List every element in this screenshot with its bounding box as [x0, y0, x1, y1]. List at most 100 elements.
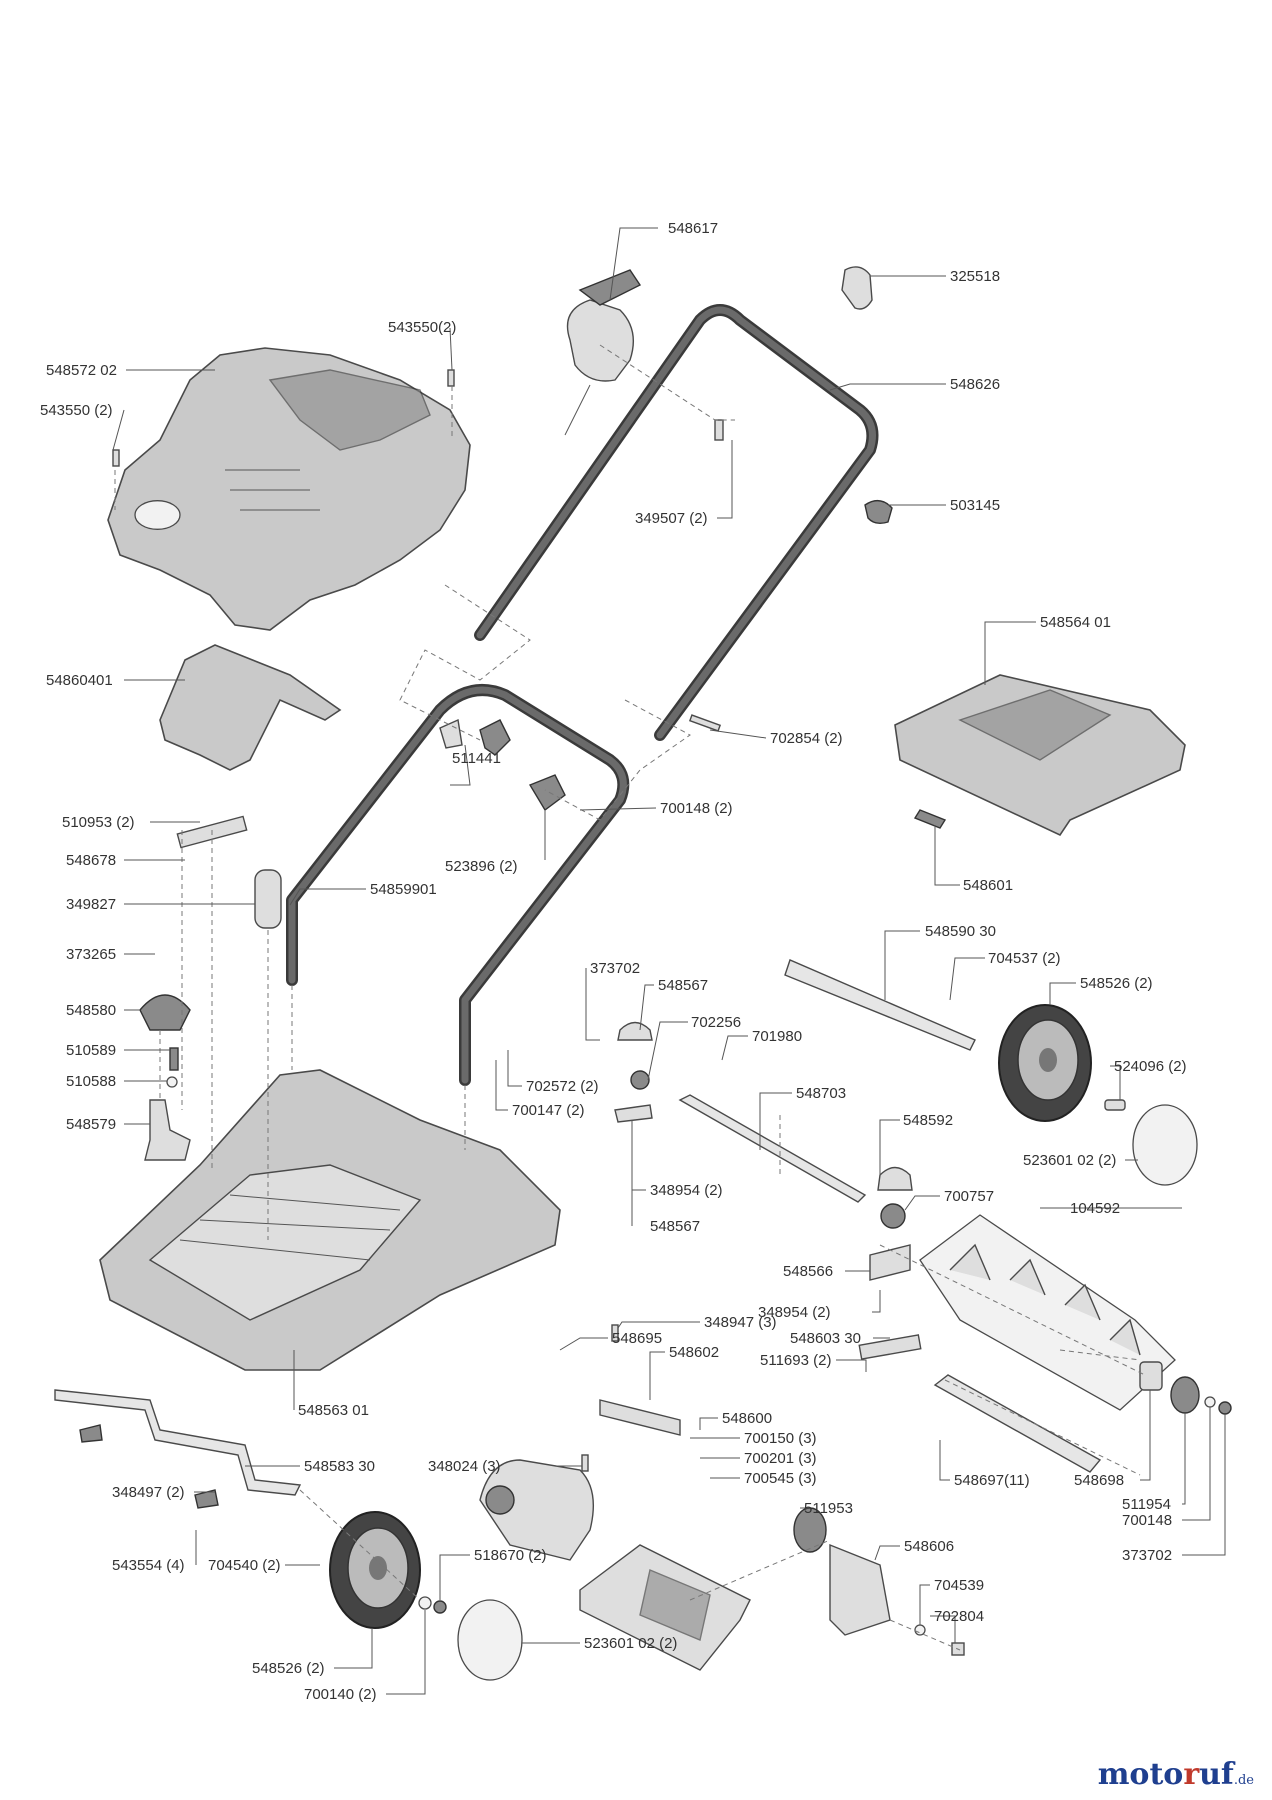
part-label-511953: 511953	[804, 1500, 853, 1517]
part-label-548678: 548678	[66, 852, 116, 869]
bearing-right-part	[880, 1203, 906, 1229]
part-label-548526-b: 548526 (2)	[252, 1660, 325, 1677]
watermark-prefix: moto	[1097, 1757, 1184, 1792]
part-label-348954-b: 348954 (2)	[758, 1304, 831, 1321]
part-label-348024: 348024 (3)	[428, 1458, 501, 1475]
part-label-348497: 348497 (2)	[112, 1484, 185, 1501]
spring-part	[913, 809, 947, 829]
switch-housing-part	[564, 269, 642, 436]
wheel-nut-part	[433, 1600, 447, 1614]
part-label-702854: 702854 (2)	[770, 730, 843, 747]
part-label-548567-a: 548567	[658, 977, 708, 994]
cable-clamp-part	[864, 500, 893, 525]
part-label-700757: 700757	[944, 1188, 994, 1205]
parts-drawing	[54, 266, 1232, 1681]
part-label-700147: 700147 (2)	[512, 1102, 585, 1119]
part-label-503145: 503145	[950, 497, 1000, 514]
housing-part	[99, 1069, 561, 1371]
part-label-510588: 510588	[66, 1073, 116, 1090]
part-label-548697: 548697(11)	[954, 1472, 1030, 1489]
watermark-suffix: uf	[1199, 1757, 1234, 1792]
part-label-704537: 704537 (2)	[988, 950, 1061, 967]
part-label-511954: 511954	[1122, 1496, 1171, 1513]
part-label-702572: 702572 (2)	[526, 1078, 599, 1095]
ball-part	[166, 1076, 178, 1088]
part-label-510589: 510589	[66, 1042, 116, 1059]
screw-702854-part	[688, 714, 722, 732]
part-label-523601-b: 523601 02 (2)	[584, 1635, 677, 1652]
part-label-524096: 524096 (2)	[1114, 1058, 1187, 1075]
part-label-548703: 548703	[796, 1085, 846, 1102]
wheel-washer-part	[418, 1596, 432, 1610]
screw-348024-part	[581, 1454, 589, 1472]
screw-349507-part	[714, 419, 724, 441]
drum-548606-part	[829, 1543, 891, 1636]
part-labels: 548617 325518 543550(2) 548572 02 543550…	[40, 220, 1187, 1703]
grass-box-lid-part	[894, 674, 1186, 837]
part-label-548566: 548566	[783, 1263, 833, 1280]
air-guide-part	[159, 644, 342, 771]
motor-bracket-part	[579, 1544, 751, 1671]
part-label-548602: 548602	[669, 1344, 719, 1361]
rear-wheel-cap-part	[1132, 1104, 1198, 1186]
part-label-548526-a: 548526 (2)	[1080, 975, 1153, 992]
part-label-702804: 702804	[934, 1608, 984, 1625]
part-label-348954-a: 348954 (2)	[650, 1182, 723, 1199]
part-label-700201: 700201 (3)	[744, 1450, 817, 1467]
part-label-548603-30: 548603 30	[790, 1330, 861, 1347]
bearing-bracket-bottom-part	[869, 1244, 911, 1281]
front-wheel-part	[329, 1511, 421, 1629]
part-label-548606: 548606	[904, 1538, 954, 1555]
roller-part	[933, 1374, 1102, 1473]
upper-handle-part	[474, 304, 879, 741]
part-label-548626: 548626	[950, 376, 1000, 393]
capacitor-part	[254, 869, 282, 929]
part-label-543550-b: 543550 (2)	[40, 402, 113, 419]
motor-part	[479, 1459, 595, 1561]
leader-lines	[112, 227, 1226, 1695]
part-label-548580: 548580	[66, 1002, 116, 1019]
gear-511954-part	[1170, 1376, 1200, 1414]
rear-axle-bar-part	[784, 959, 976, 1051]
part-label-700148-2: 700148 (2)	[660, 800, 733, 817]
watermark-highlight: r	[1183, 1757, 1200, 1792]
part-label-510953: 510953 (2)	[62, 814, 135, 831]
part-label-511693: 511693 (2)	[760, 1352, 831, 1369]
part-label-548564-01: 548564 01	[1040, 614, 1111, 631]
part-label-548601: 548601	[963, 877, 1013, 894]
part-label-348947: 348947 (3)	[704, 1314, 777, 1331]
part-label-548583-30: 548583 30	[304, 1458, 375, 1475]
part-label-523896: 523896 (2)	[445, 858, 518, 875]
bearing-part	[630, 1070, 650, 1090]
part-label-700545: 700545 (3)	[744, 1470, 817, 1487]
part-label-373702-b: 373702	[1122, 1547, 1172, 1564]
part-label-349827: 349827	[66, 896, 116, 913]
lower-handle-part	[286, 684, 630, 1086]
cable-clip-part	[841, 266, 873, 310]
nut-373702-part	[1218, 1401, 1232, 1415]
part-label-548695: 548695	[612, 1330, 662, 1347]
part-label-543550-a: 543550(2)	[388, 319, 456, 336]
part-label-548579: 548579	[66, 1116, 116, 1133]
height-adjuster-part	[54, 1389, 302, 1509]
part-label-54859901: 54859901	[370, 881, 437, 898]
switch-lever-part	[144, 1099, 191, 1161]
handle-bolt-part	[439, 718, 463, 749]
bracket-lower-part	[614, 1104, 653, 1123]
part-label-548572-02: 548572 02	[46, 362, 117, 379]
part-label-704539: 704539	[934, 1577, 984, 1594]
part-label-349507: 349507 (2)	[635, 510, 708, 527]
bushing-548698-part	[1139, 1361, 1163, 1391]
wheel-cap-part	[457, 1599, 523, 1681]
part-label-704540: 704540 (2)	[208, 1557, 281, 1574]
part-label-54860401: 54860401	[46, 672, 113, 689]
part-label-325518: 325518	[950, 268, 1000, 285]
part-label-373702-a: 373702	[590, 960, 640, 977]
part-label-511441: 511441	[452, 750, 501, 767]
screw-543550-b-part	[112, 449, 120, 467]
screw-543550-part	[447, 369, 455, 387]
main-shaft-part	[678, 1094, 867, 1203]
washer-704539-part	[914, 1624, 926, 1636]
part-label-700148-b: 700148	[1122, 1512, 1172, 1529]
